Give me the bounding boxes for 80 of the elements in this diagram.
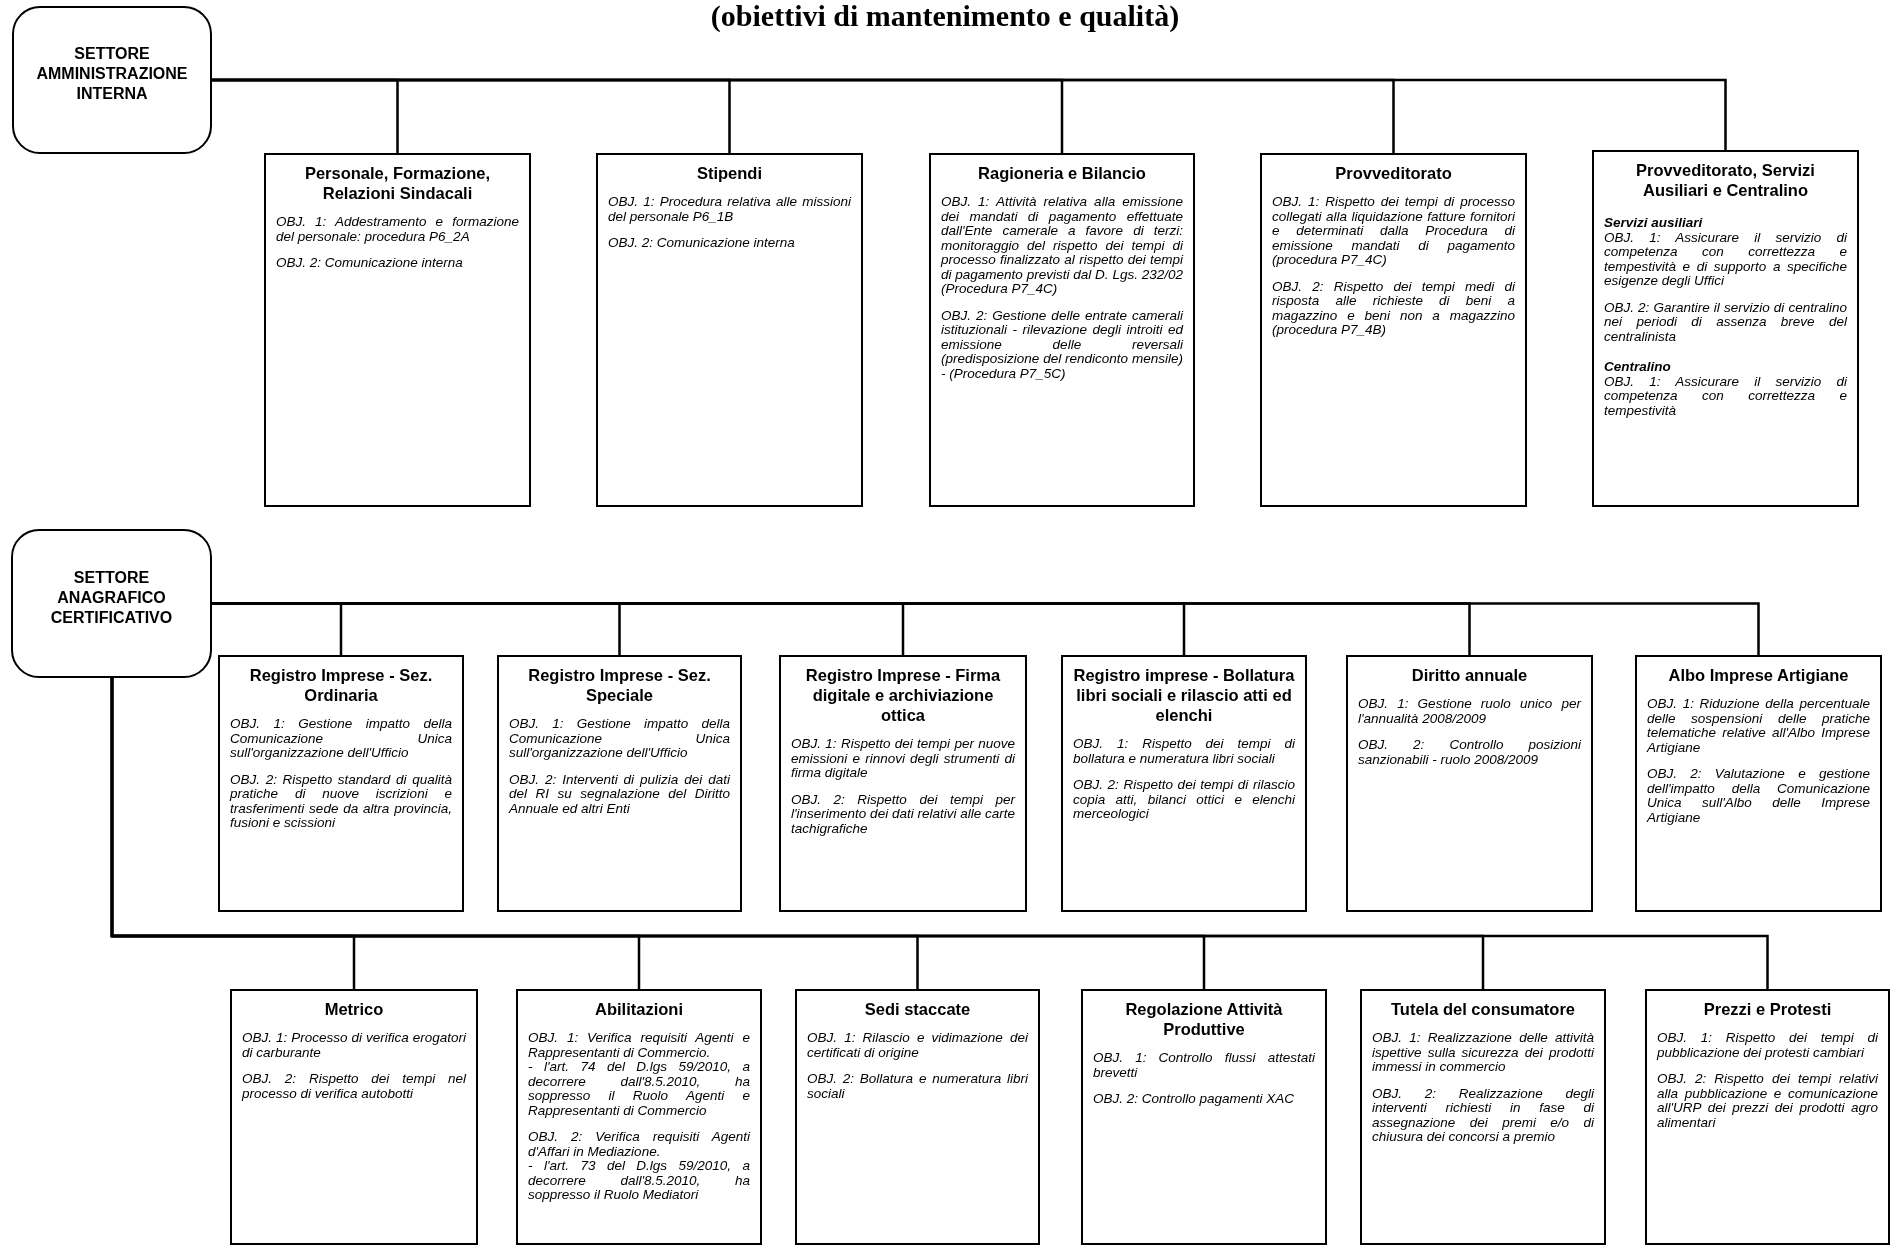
office-box bbox=[779, 655, 1027, 912]
office-box bbox=[795, 989, 1040, 1245]
box-heading: Metrico bbox=[323, 999, 385, 1019]
objective-text: OBJ. 2: Rispetto dei tempi relativi alla pubblicazione e comunicazione all'URP dei prezzi dei prodotti agro alimentari bbox=[1657, 1072, 1878, 1130]
box-heading: Provveditorato, Servizi Ausiliari e Centralino bbox=[1635, 160, 1816, 200]
objective-text: OBJ. 1: Rispetto dei tempi di bollatura e numeratura libri sociali bbox=[1073, 737, 1295, 766]
objective-text: OBJ. 1: Rispetto dei tempi di processo collegati alla liquidazione fatture fornitori e determinati dalla Procedura di emissione mandati di pagamento (procedura P7_4C) bbox=[1272, 195, 1515, 268]
box-heading: Tutela del consumatore bbox=[1390, 999, 1576, 1019]
box-heading: Registro imprese - Bollatura libri sociali e rilascio atti ed elenchi bbox=[1073, 665, 1295, 725]
objective-text: OBJ. 2: Gestione delle entrate camerali istituzionali - rilevazione degli introiti ed emissione delle reversali (predisposizione del rendiconto mensile) - (Procedura P7_5C) bbox=[941, 308, 1183, 381]
connector-line bbox=[212, 78, 1727, 150]
objective-text: OBJ. 2: Bollatura e numeratura libri sociali bbox=[807, 1072, 1028, 1101]
objective-text: OBJ. 2: Rispetto dei tempi di rilascio copia atti, bilanci ottici e elenchi merceologici bbox=[1073, 778, 1295, 822]
office-box bbox=[1645, 989, 1890, 1245]
objective-text: OBJ. 2: Controllo pagamenti XAC bbox=[1093, 1092, 1296, 1107]
office-box bbox=[497, 655, 742, 912]
title: (obiettivi di mantenimento e qualità) bbox=[709, 0, 1181, 32]
box-heading: SETTORE AMMINISTRAZIONE INTERNA bbox=[35, 44, 189, 104]
objective-text: OBJ. 2: Rispetto dei tempi nel processo di verifica autobotti bbox=[242, 1072, 466, 1101]
sector-box bbox=[11, 529, 212, 678]
objective-text: OBJ. 1: Processo di verifica erogatori di carburante bbox=[242, 1031, 466, 1060]
objective-text: OBJ. 2: Rispetto standard di qualità pratiche di nuove iscrizioni e trasferimenti sede da altra provincia, fusioni e scissioni bbox=[230, 772, 452, 831]
office-box bbox=[596, 153, 863, 507]
objective-text: OBJ. 1: Addestramento e formazione del personale: procedura P6_2A bbox=[276, 215, 519, 244]
objective-text: OBJ. 1: Procedura relativa alle missioni del personale P6_1B bbox=[608, 195, 851, 224]
objective-text: OBJ. 1: Gestione impatto della Comunicazione Unica sull'organizzazione dell'Ufficio bbox=[230, 717, 452, 761]
objective-text: OBJ. 2: Rispetto dei tempi medi di risposta alle richieste di beni a magazzino e beni non a magazzino (procedura P7_4B) bbox=[1272, 279, 1515, 338]
office-box bbox=[1061, 655, 1307, 912]
objective-text: OBJ. 1: Riduzione della percentuale delle sospensioni delle pratiche telematiche relative all'Albo Imprese Artigiane bbox=[1647, 697, 1870, 755]
office-box bbox=[1081, 989, 1327, 1245]
office-box bbox=[1260, 153, 1527, 507]
objective-text: OBJ. 2: Realizzazione degli interventi richiesti in fase di assegnazione dei premi e/o di chiusura dei concorsi a premio bbox=[1372, 1086, 1594, 1145]
objective-text: OBJ. 2: Rispetto dei tempi per l'inserimento dei dati relativi alle carte tachigrafiche bbox=[791, 792, 1015, 836]
box-heading: Abilitazioni bbox=[594, 999, 684, 1019]
objective-text: OBJ. 1: Gestione ruolo unico per l'annualità 2008/2009 bbox=[1358, 697, 1581, 726]
objective-text: - l'art. 73 del D.lgs 59/2010, a decorrere dall'8.5.2010, ha soppresso il Ruolo Mediatori bbox=[528, 1159, 750, 1203]
office-box bbox=[1635, 655, 1882, 912]
office-box bbox=[1346, 655, 1593, 912]
box-heading: Provveditorato bbox=[1334, 163, 1453, 183]
box-heading: Sedi staccate bbox=[863, 999, 972, 1019]
objective-text: OBJ. 1: Realizzazione delle attività ispettive sulla sicurezza dei prodotti immessi in commercio bbox=[1372, 1031, 1594, 1075]
objective-text: OBJ. 1: Rispetto dei tempi di pubblicazione dei protesti cambiari bbox=[1657, 1031, 1878, 1060]
section-subheading: Centralino bbox=[1604, 360, 1672, 375]
box-heading: Diritto annuale bbox=[1410, 665, 1529, 685]
office-box bbox=[1360, 989, 1606, 1245]
office-box bbox=[230, 989, 478, 1245]
objective-text: OBJ. 1: Gestione impatto della Comunicazione Unica sull'organizzazione dell'Ufficio bbox=[509, 717, 730, 761]
office-box bbox=[264, 153, 531, 507]
box-heading: Registro Imprese - Sez. Speciale bbox=[527, 665, 712, 705]
objective-text: OBJ. 1: Attività relativa alla emissione dei mandati di pagamento effettuate dall'Ente camerale a favore di terzi: monitoraggio del rispetto dei tempi di processo finalizzato al rispetto dei tempi di pagamento previsti dal D. Lgs. 232/02 (Procedura P7_4C) bbox=[941, 195, 1183, 297]
objective-text: OBJ. 2: Garantire il servizio di centralino nei periodi di assenza breve del centralinista bbox=[1604, 300, 1847, 344]
box-heading: Stipendi bbox=[695, 163, 764, 183]
box-heading: Registro Imprese - Firma digitale e archiviazione ottica bbox=[804, 665, 1002, 725]
connector-line bbox=[110, 678, 1769, 989]
objective-text: OBJ. 1: Assicurare il servizio di competenza con correttezza e tempestività bbox=[1604, 374, 1847, 418]
objective-text: OBJ. 2: Verifica requisiti Agenti d'Affari in Mediazione. bbox=[528, 1130, 750, 1159]
objective-text: OBJ. 2: Controllo posizioni sanzionabili - ruolo 2008/2009 bbox=[1358, 738, 1581, 767]
objective-text: OBJ. 2: Comunicazione interna bbox=[608, 236, 796, 251]
box-heading: Ragioneria e Bilancio bbox=[977, 163, 1147, 183]
office-box bbox=[929, 153, 1195, 507]
office-box bbox=[516, 989, 762, 1245]
objective-text: OBJ. 1: Rilascio e vidimazione dei certificati di origine bbox=[807, 1031, 1028, 1060]
objective-text: OBJ. 1: Verifica requisiti Agenti e Rappresentanti di Commercio. bbox=[528, 1031, 750, 1060]
box-heading: Prezzi e Protesti bbox=[1702, 999, 1833, 1019]
objective-text: OBJ. 1: Rispetto dei tempi per nuove emissioni e rinnovi degli strumenti di firma digitale bbox=[791, 737, 1015, 781]
box-heading: Regolazione Attività Produttive bbox=[1124, 999, 1284, 1039]
box-heading: SETTORE ANAGRAFICO CERTIFICATIVO bbox=[49, 567, 174, 628]
office-box bbox=[218, 655, 464, 912]
box-heading: Albo Imprese Artigiane bbox=[1667, 665, 1850, 685]
box-heading: Registro Imprese - Sez. Ordinaria bbox=[248, 665, 434, 705]
objective-text: OBJ. 2: Valutazione e gestione dell'impatto della Comunicazione Unica sull'Albo delle Imprese Artigiane bbox=[1647, 767, 1870, 825]
objective-text: - l'art. 74 del D.lgs 59/2010, a decorrere dall'8.5.2010, ha soppresso il Ruolo Agenti e Rappresentanti di Commercio bbox=[528, 1060, 750, 1118]
objective-text: OBJ. 1: Controllo flussi attestati brevetti bbox=[1093, 1051, 1315, 1080]
objective-text: OBJ. 1: Assicurare il servizio di competenza con correttezza e tempestività e di supporto a specifiche esigenze degli Uffici bbox=[1604, 230, 1847, 289]
office-box bbox=[1592, 150, 1859, 507]
objective-text: OBJ. 2: Comunicazione interna bbox=[276, 256, 464, 271]
section-subheading: Servizi ausiliari bbox=[1604, 216, 1704, 231]
objective-text: OBJ. 2: Interventi di pulizia dei dati del RI su segnalazione del Diritto Annuale ed altri Enti bbox=[509, 772, 730, 816]
sector-box bbox=[12, 6, 212, 154]
box-heading: Personale, Formazione, Relazioni Sindacali bbox=[303, 163, 492, 203]
